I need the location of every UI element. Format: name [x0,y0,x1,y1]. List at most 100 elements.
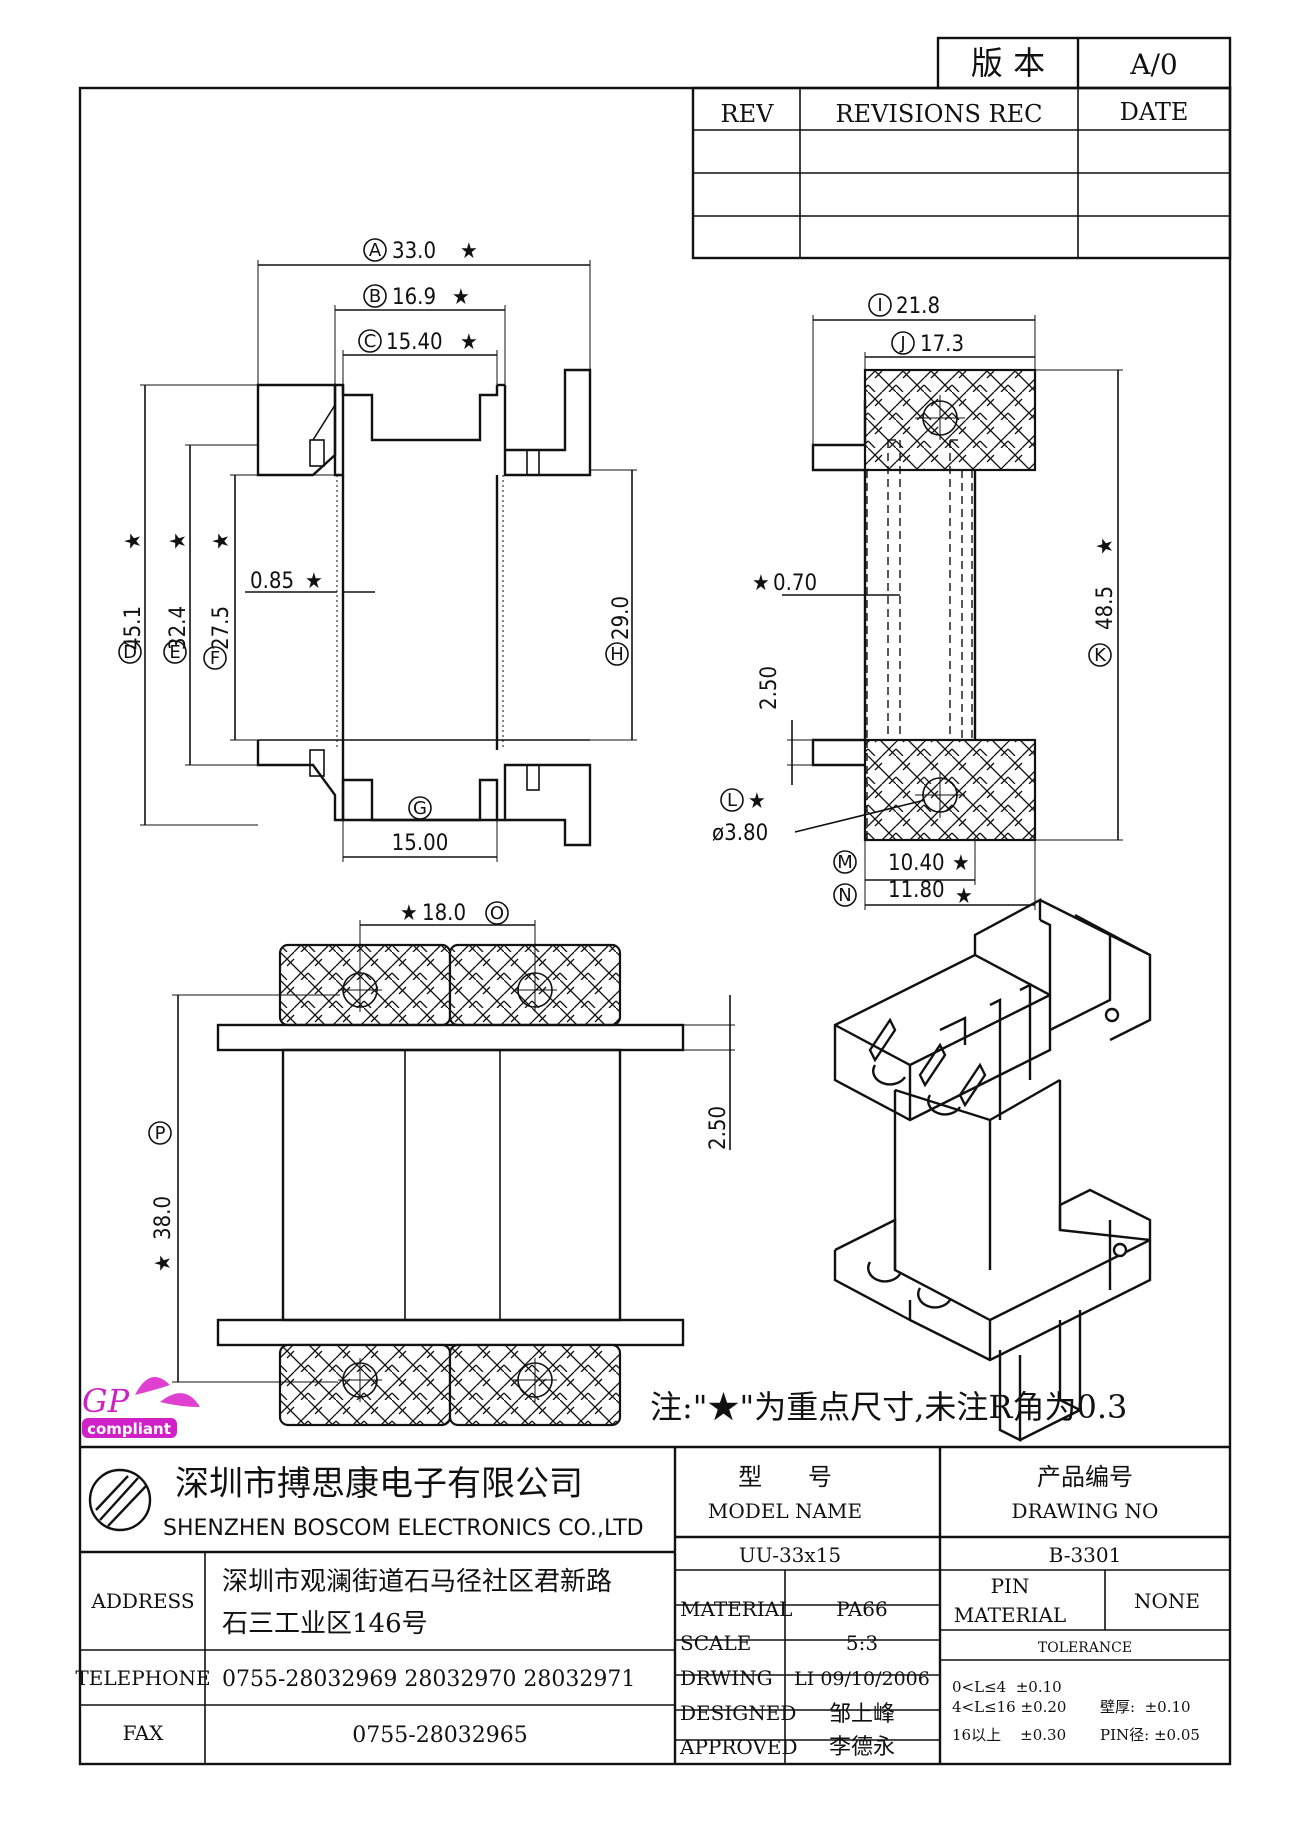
revisions-table: REV REVISIONS REC DATE [691,86,1232,260]
company-name-en: SHENZHEN BOSCOM ELECTRONICS CO.,LTD [163,1516,644,1541]
sheet-border [78,86,1232,1766]
svg-text:★: ★ [209,532,234,550]
company-name-cn: 深圳市搏思康电子有限公司 [175,1464,583,1504]
dim-step2: 2.50 [706,1106,731,1150]
revisions-rec-header: REVISIONS REC [835,100,1042,128]
telephone-label: TELEPHONE [75,1666,210,1690]
svg-text:★: ★ [952,851,970,876]
side-view [782,315,1123,910]
tolerance-row1: 0<L≤4 ±0.10 [952,1678,1062,1696]
dim-A-marker [363,238,387,262]
scale-value: 5:3 [846,1631,878,1655]
svg-text:C: C [364,331,377,352]
svg-text:★: ★ [1093,537,1118,555]
dim-P: 38.0 [151,1196,176,1240]
dim-C: 15.40 [386,330,443,355]
front-view-dims: A 33.0 ★ B 16.9 ★ C 15.40 ★ 0.85 ★ G 15.… [118,238,634,856]
address-label: ADDRESS [90,1589,194,1613]
material-value: PA66 [836,1597,888,1621]
dim-step1: 2.50 [757,666,782,710]
dim-L: ø3.80 [712,821,768,846]
dim-wall2: 0.70 [773,571,817,596]
address-line1: 深圳市观澜街道石马径社区君新路 [222,1567,612,1597]
front-view [140,260,637,862]
approved-value: 李德永 [829,1735,895,1760]
drwing-value: LI 09/10/2006 [794,1668,930,1690]
side-view-dims: I 21.8 J 17.3 ★ 0.70 2.50 48.5 ★ K L ★ ø… [712,293,1118,909]
svg-text:★: ★ [752,571,770,596]
svg-text:F: F [210,648,220,669]
version-box: 版 本 A/0 [936,36,1232,90]
pin-material-label2: MATERIAL [954,1603,1066,1627]
dim-F: 27.5 [209,606,234,650]
svg-text:compliant: compliant [87,1420,171,1438]
isometric-view [833,897,1152,1442]
svg-text:★: ★ [151,1254,176,1272]
svg-text:GP: GP [82,1382,130,1420]
dim-I: 21.8 [896,294,940,319]
tolerance-title: TOLERANCE [1038,1640,1132,1656]
drawing-label-cn: 产品编号 [1037,1463,1133,1491]
svg-text:O: O [490,903,504,924]
svg-text:E: E [169,642,180,663]
svg-text:★: ★ [121,532,146,550]
dim-O: 18.0 [422,901,466,926]
fax-value: 0755-28032965 [352,1723,527,1748]
material-label: MATERIAL [680,1597,792,1621]
dim-N: 11.80 [888,878,945,903]
tolerance-row3: 16以上 ±0.30 [952,1726,1066,1744]
dim-G: 15.00 [392,831,449,856]
svg-text:★: ★ [452,285,470,310]
model-label-cn: 型 号 [738,1463,832,1491]
scale-label: SCALE [680,1631,751,1655]
model-value: UU-33x15 [739,1543,841,1567]
svg-text:★: ★ [748,789,766,814]
drwing-label: DRWING [680,1666,773,1690]
dim-B: 16.9 [392,285,436,310]
dim-K: 48.5 [1093,586,1118,630]
svg-text:P: P [155,1123,166,1144]
dim-J: 17.3 [920,332,964,357]
note-text: 注:"★"为重点尺寸,未注R角为0.3 [650,1388,1127,1426]
dim-M: 10.40 [888,851,945,876]
svg-text:I: I [877,295,882,316]
bottom-view-dims: ★ 18.0 O P 38.0 ★ 2.50 [148,901,731,1272]
tolerance-pin: PIN径: ±0.05 [1100,1726,1200,1744]
version-label: 版 本 [971,44,1045,82]
approved-label: APPROVED [679,1735,798,1759]
svg-text:★: ★ [400,901,418,926]
svg-text:★: ★ [955,884,973,909]
date-header: DATE [1120,98,1189,126]
company-logo-icon [88,1468,152,1532]
svg-text:M: M [837,852,853,873]
designed-label: DESIGNED [680,1701,796,1725]
svg-text:B: B [369,286,381,307]
tolerance-row2: 4<L≤16 ±0.20 [952,1698,1066,1716]
gp-compliant-logo: GP compliant [82,1377,200,1438]
telephone-value: 0755-28032969 28032970 28032971 [222,1667,635,1692]
drawing-value: B-3301 [1049,1543,1122,1567]
svg-text:★: ★ [166,532,191,550]
svg-text:★: ★ [305,569,323,594]
svg-text:★: ★ [460,330,478,355]
pin-material-label1: PIN [991,1574,1030,1598]
dim-H: 29.0 [609,596,634,640]
pin-material-value: NONE [1134,1589,1200,1613]
title-block: 深圳市搏思康电子有限公司 SHENZHEN BOSCOM ELECTRONICS… [75,1445,1230,1764]
drawing-label-en: DRAWING NO [1012,1499,1159,1523]
svg-text:K: K [1094,645,1107,666]
dim-wall1: 0.85 [250,569,294,594]
designed-value: 邹上峰 [829,1702,895,1727]
model-label-en: MODEL NAME [708,1499,862,1523]
svg-text:N: N [838,885,851,906]
svg-text:D: D [123,642,137,663]
rev-header: REV [721,100,775,128]
svg-text:★: ★ [460,239,478,264]
svg-text:A: A [369,240,382,261]
svg-text:G: G [413,798,427,819]
version-value: A/0 [1129,48,1177,81]
svg-text:L: L [727,790,737,811]
address-line2: 石三工业区146号 [222,1609,428,1639]
bottom-view [172,920,735,1427]
